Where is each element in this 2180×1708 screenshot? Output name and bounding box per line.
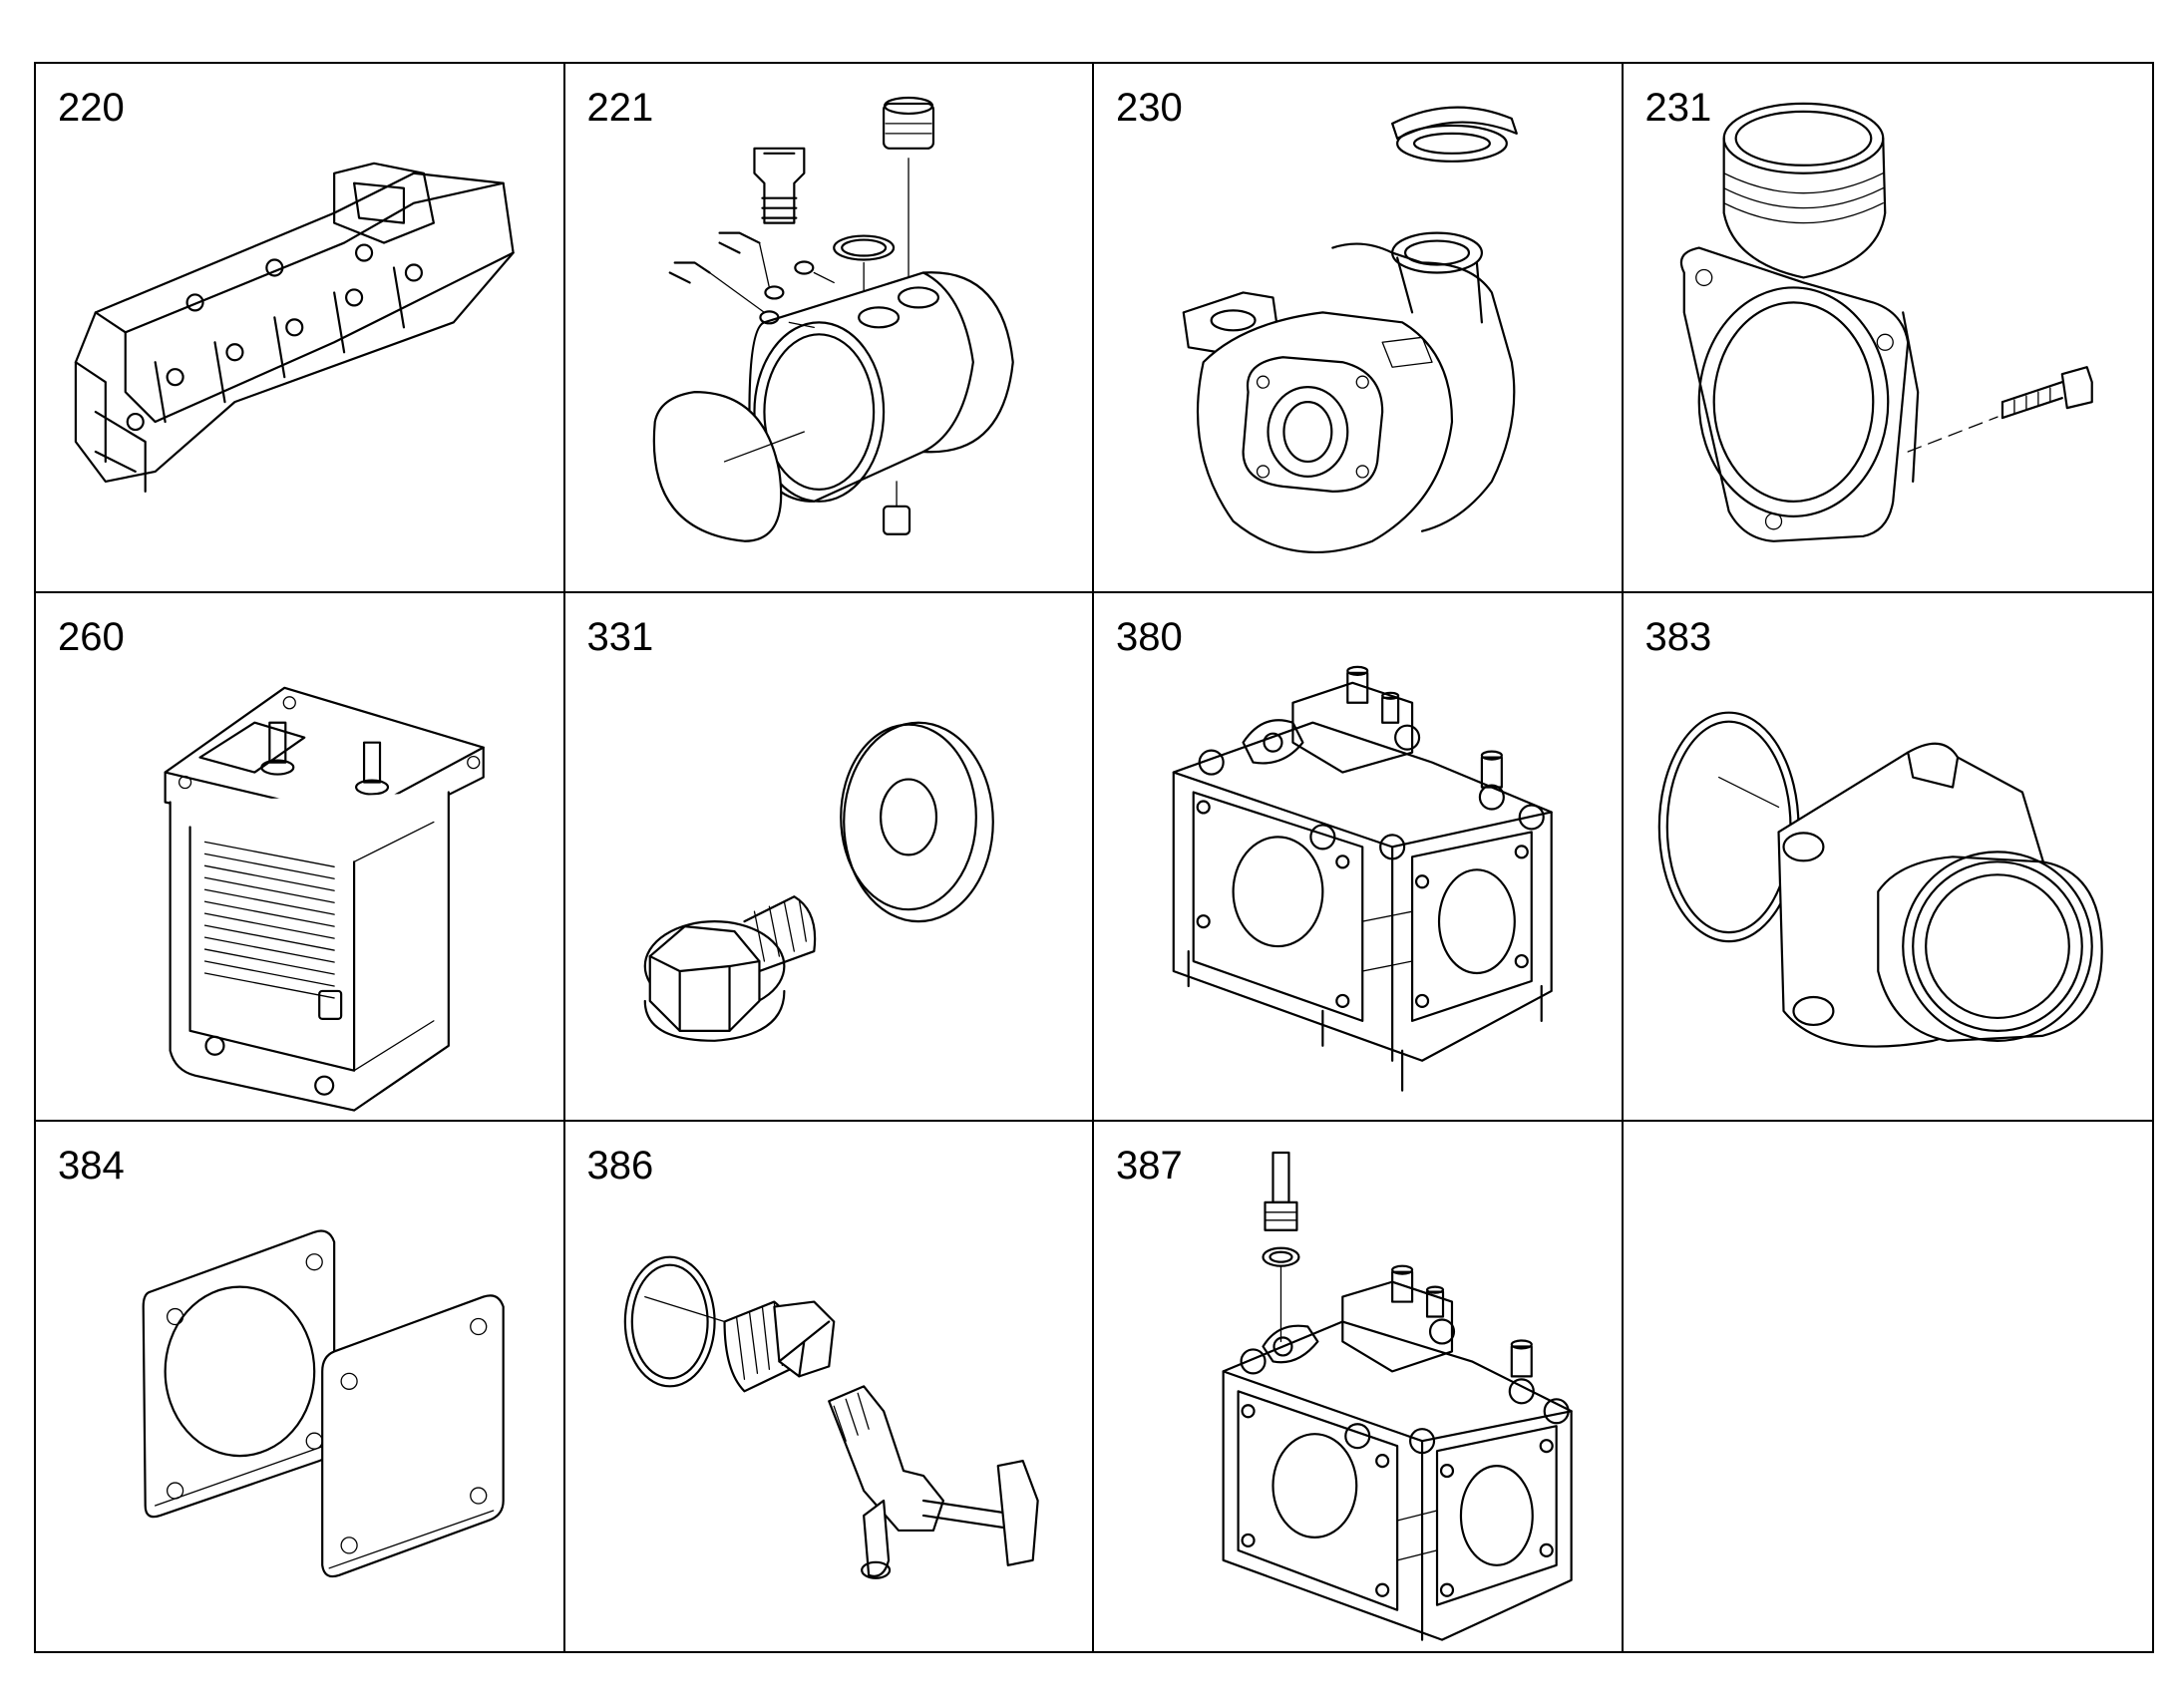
part-cell-380[interactable]: 380 — [1094, 592, 1624, 1123]
elbow-flange-with-bolt-icon — [1679, 102, 2093, 542]
part-cell-230[interactable]: 230 — [1094, 64, 1624, 593]
part-cell-231[interactable]: 231 — [1623, 64, 2152, 593]
flange-with-o-ring-icon — [1657, 711, 2103, 1048]
empty-cell — [1624, 1122, 2153, 1651]
part-number: 384 — [58, 1144, 125, 1189]
part-number: 380 — [1116, 614, 1183, 659]
part-cell-260[interactable]: 260 — [36, 592, 565, 1123]
exhaust-manifold-icon — [74, 162, 515, 493]
part-cell-387[interactable]: 387 — [1094, 1122, 1624, 1651]
part-number: 386 — [586, 1144, 654, 1189]
part-cell-221[interactable]: 221 — [564, 64, 1094, 593]
part-cell-384[interactable]: 384 — [36, 1122, 565, 1651]
part-number: 260 — [58, 614, 125, 659]
gasket-and-cover-plate-icon — [142, 1229, 505, 1578]
turbocharger-icon — [1182, 106, 1518, 554]
part-number: 230 — [1116, 86, 1183, 130]
part-cell-220[interactable]: 220 — [36, 64, 565, 593]
cooler-housing-icon — [1172, 665, 1553, 1092]
pipe-connector-with-fittings-icon — [652, 96, 1014, 542]
part-number: 231 — [1644, 86, 1712, 130]
bolt-and-washer-icon — [643, 721, 994, 1042]
part-cell-386[interactable]: 386 — [565, 1122, 1094, 1651]
cooler-housing-with-fitting-icon — [1222, 1152, 1573, 1642]
part-number: 331 — [586, 614, 654, 659]
part-number: 221 — [586, 86, 654, 130]
parts-grid: 220 221 — [34, 62, 2154, 1653]
heat-exchanger-icon — [164, 686, 485, 1112]
part-number: 220 — [58, 86, 125, 130]
drain-plug-and-tap-icon — [623, 1255, 1039, 1580]
part-number: 383 — [1644, 614, 1712, 659]
part-cell-383[interactable]: 383 — [1623, 593, 2152, 1123]
part-number: 387 — [1116, 1144, 1183, 1189]
part-cell-331[interactable]: 331 — [564, 592, 1094, 1123]
